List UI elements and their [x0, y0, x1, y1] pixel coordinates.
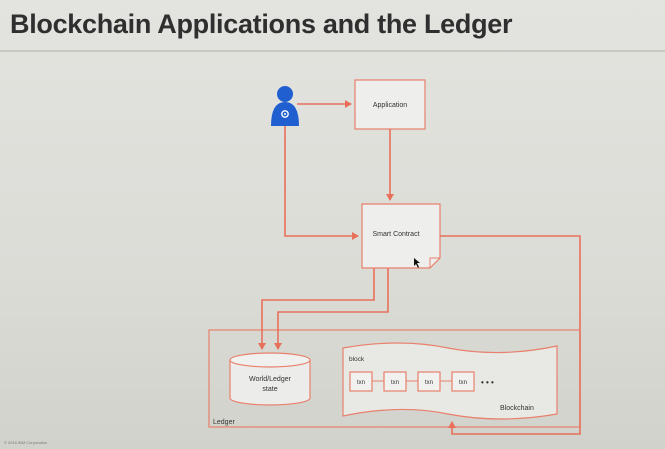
world-state-label-line2: state: [262, 386, 277, 393]
txn-ellipsis: • • •: [481, 378, 494, 387]
smart-contract-fold: [429, 257, 440, 268]
txn-label: txn: [425, 380, 433, 386]
smart-contract-label: Smart Contract: [372, 231, 419, 238]
copyright-notice: © 2016 IBM Corporation: [4, 440, 48, 445]
ledger-label: Ledger: [213, 419, 235, 426]
world-state-database: World/Ledger state: [229, 352, 311, 406]
blockchain-label: Blockchain: [500, 405, 534, 412]
smart-contract-box: [361, 203, 441, 269]
mouse-cursor-icon: [414, 258, 420, 268]
connector-user-to-smart-contract: [284, 125, 359, 240]
application-box: [354, 79, 426, 130]
world-state-label-line1: World/Ledger: [249, 376, 292, 383]
connector-smart-contract-to-world-state: [274, 268, 389, 350]
txn-label: txn: [459, 380, 467, 386]
connector-smart-contract-to-world-state: [258, 268, 375, 350]
slide-title: Blockchain Applications and the Ledger: [10, 9, 513, 39]
user-gear-icon: [271, 86, 299, 126]
txn-block: txn: [417, 371, 441, 392]
txn-block: txn: [349, 371, 373, 392]
txn-label: txn: [357, 380, 365, 386]
txn-label: txn: [391, 380, 399, 386]
application-label: Application: [373, 102, 407, 109]
txn-block: txn: [451, 371, 475, 392]
block-label: block: [349, 356, 365, 363]
connector-smart-contract-to-blockchain: [440, 235, 581, 435]
title-divider: [0, 50, 665, 52]
txn-block: txn: [383, 371, 407, 392]
